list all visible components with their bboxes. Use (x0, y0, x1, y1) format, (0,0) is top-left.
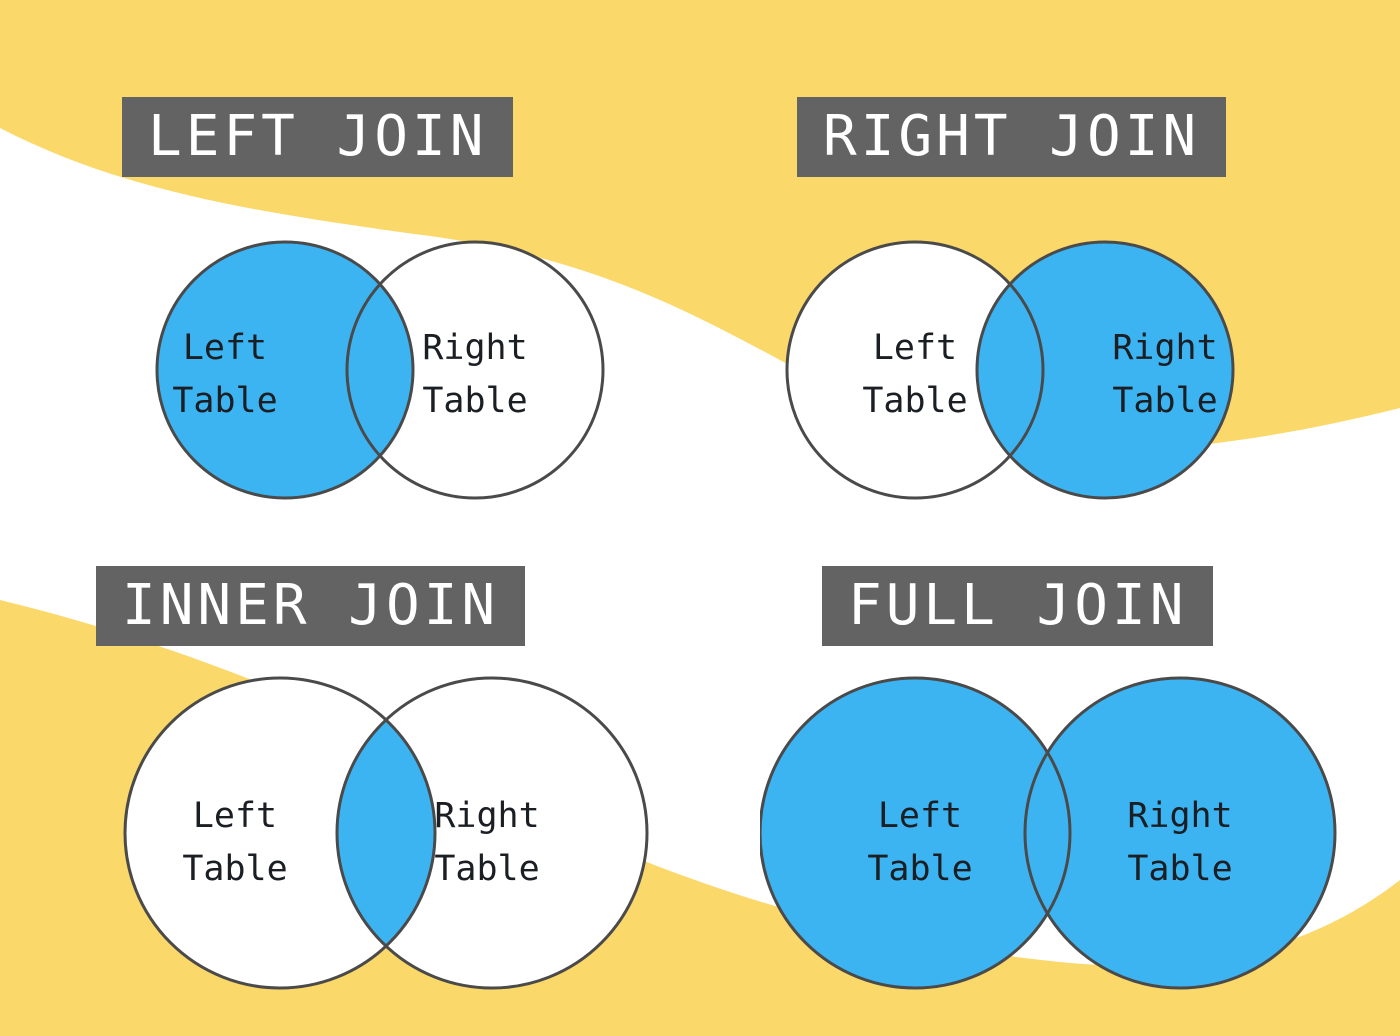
right-circle-outline-right-join (975, 240, 1235, 500)
title-right-join: RIGHT JOIN (797, 97, 1227, 177)
right-circle-outline-left-join (345, 240, 605, 500)
left-circle-full-join (760, 678, 1070, 988)
left-circle-outline-left-join (155, 240, 415, 500)
right-circle-left-join (347, 242, 603, 498)
right-circle-right-join (977, 242, 1233, 498)
right-circle-outline-inner-join (335, 676, 649, 990)
left-circle-outline-right-join (785, 240, 1045, 500)
venn-inner-join (123, 676, 649, 990)
title-inner-join: INNER JOIN (96, 566, 526, 646)
left-circle-outline-inner-join (123, 676, 437, 990)
right-circle-full-join (1025, 678, 1335, 988)
left-circle-outline-full-join (760, 676, 1072, 990)
venn-right-join (785, 240, 1235, 500)
title-full-join: FULL JOIN (822, 566, 1214, 646)
venn-full-join (760, 676, 1337, 990)
venn-left-join (155, 240, 605, 500)
left-circle-right-join (787, 242, 1043, 498)
title-left-join: LEFT JOIN (122, 97, 514, 177)
right-circle-outline-full-join (1023, 676, 1337, 990)
left-circle-left-join (157, 242, 413, 498)
